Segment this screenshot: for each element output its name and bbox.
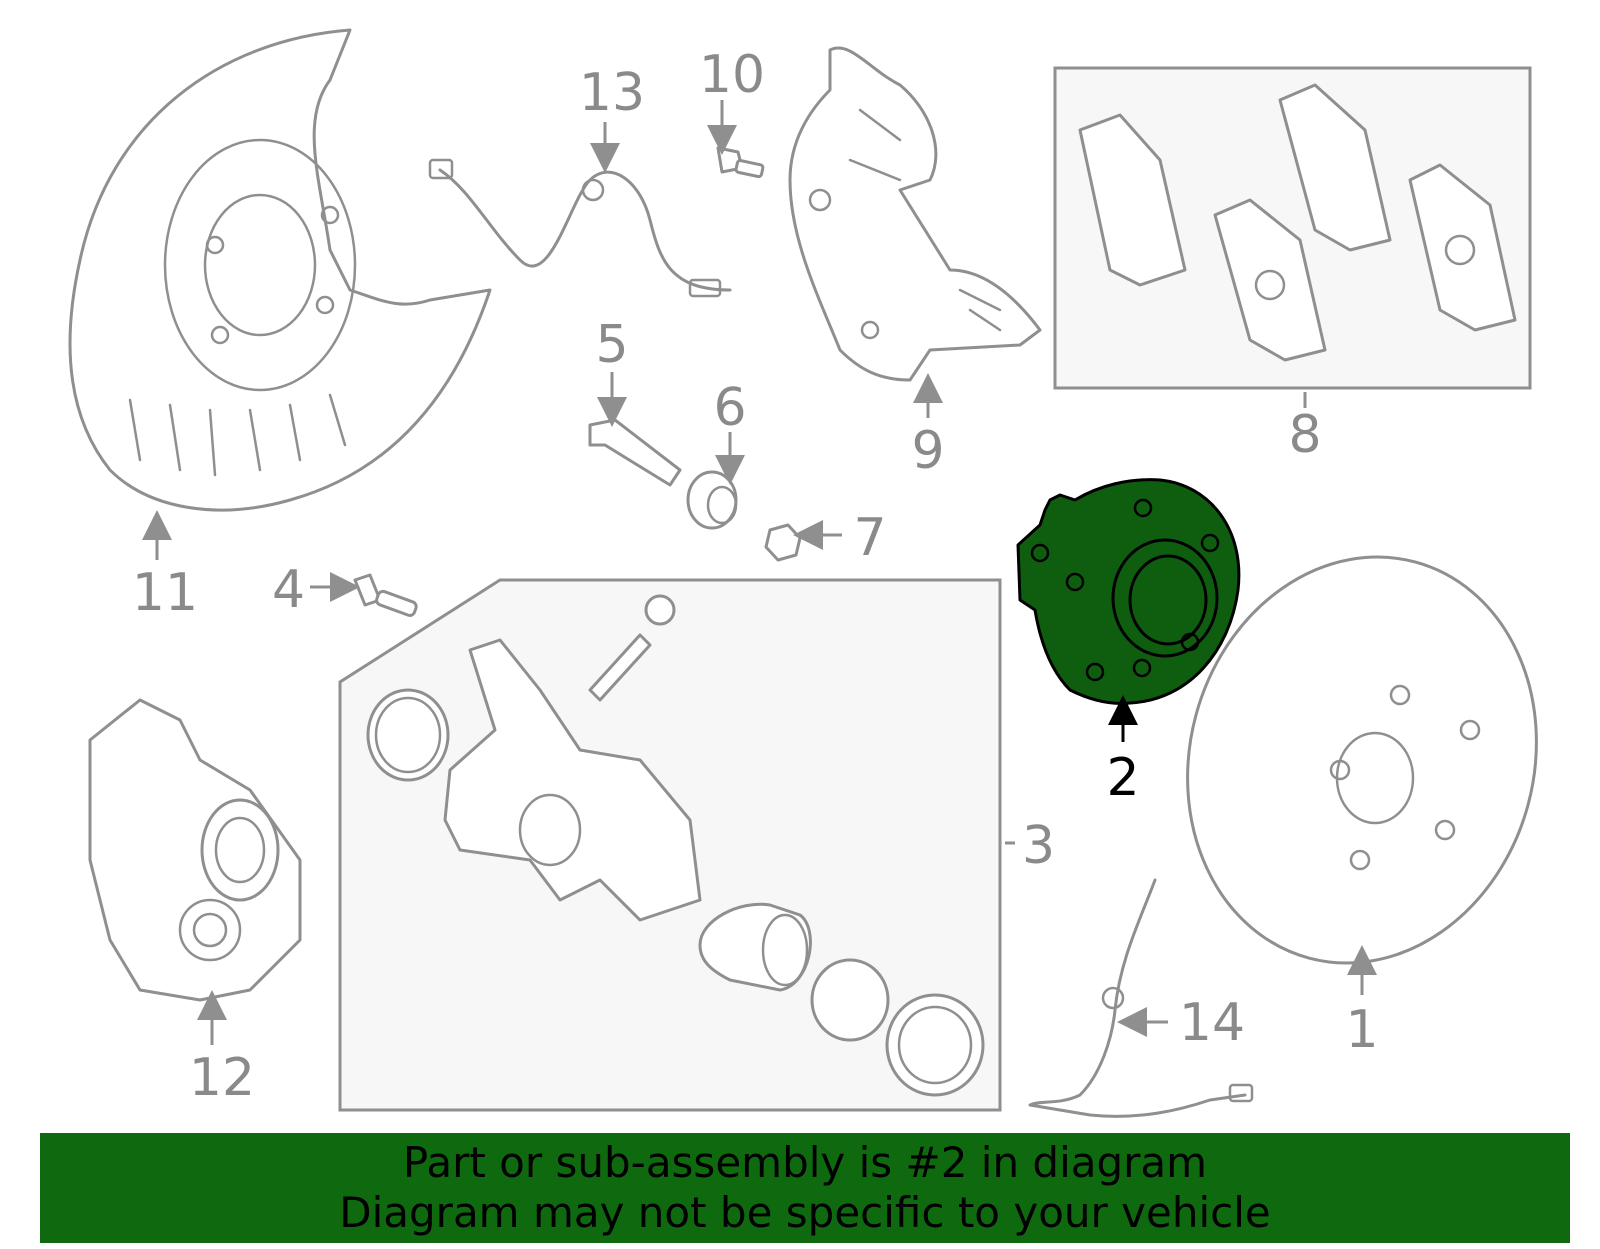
part-10-bolt[interactable] — [716, 146, 765, 179]
callout-4: 4 — [272, 560, 305, 620]
part-8-brake-pad-kit[interactable] — [1053, 66, 1532, 390]
callout-10: 10 — [699, 45, 765, 105]
callout-8: 8 — [1288, 405, 1321, 465]
part-9-caliper-bracket[interactable] — [788, 46, 1042, 382]
banner-line-2: Diagram may not be specific to your vehi… — [339, 1188, 1271, 1237]
callout-14: 14 — [1179, 993, 1245, 1053]
callout-12: 12 — [189, 1048, 255, 1108]
info-banner: Part or sub-assembly is #2 in diagram Di… — [40, 1133, 1570, 1243]
callout-7: 7 — [853, 508, 886, 568]
part-3-caliper-kit[interactable] — [338, 578, 1002, 1112]
part-12-parking-brake-actuator[interactable] — [88, 698, 302, 1002]
callout-labels: 1 2 3 4 5 6 7 8 9 10 11 12 13 14 — [132, 45, 1379, 1108]
callout-5: 5 — [595, 315, 628, 375]
part-5-guide-pin[interactable] — [588, 418, 682, 487]
callout-9: 9 — [911, 421, 944, 481]
callout-13: 13 — [579, 63, 645, 123]
part-6-boot[interactable] — [686, 470, 738, 530]
callout-3: 3 — [1022, 816, 1055, 876]
part-4-bolt[interactable] — [353, 573, 418, 617]
part-2-hub-bearing[interactable] — [1016, 478, 1241, 705]
part-11-splash-shield[interactable] — [68, 28, 492, 512]
callout-2: 2 — [1106, 748, 1139, 808]
callout-1: 1 — [1345, 1000, 1378, 1060]
callout-11: 11 — [132, 563, 198, 623]
part-7-nut[interactable] — [764, 523, 802, 562]
callout-6: 6 — [713, 378, 746, 438]
leader-lines — [142, 100, 1377, 1045]
part-1-brake-rotor[interactable] — [1143, 517, 1581, 1002]
banner-line-1: Part or sub-assembly is #2 in diagram — [402, 1138, 1208, 1187]
part-13-brake-hose[interactable] — [428, 158, 732, 298]
part-14-abs-sensor[interactable] — [1028, 878, 1254, 1118]
